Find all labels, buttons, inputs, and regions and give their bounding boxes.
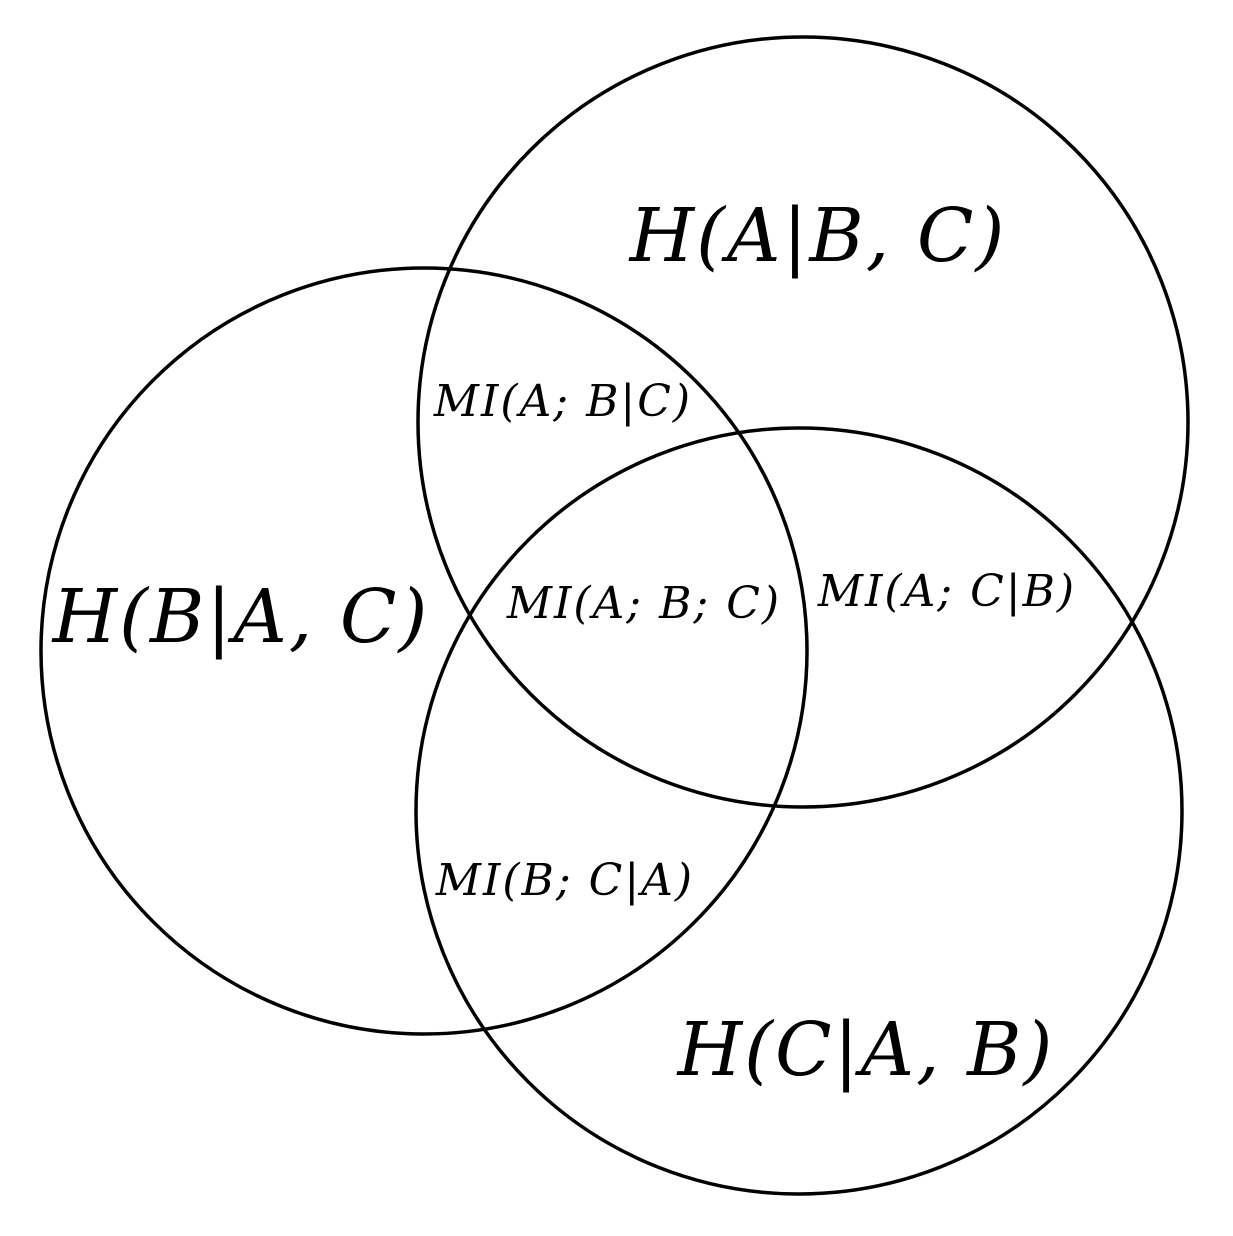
circle-b: [39, 266, 809, 1036]
label-ab-not-c: MI(A; B|C): [433, 376, 693, 427]
label-bc-not-a: MI(B; C|A): [435, 855, 695, 906]
label-b-only: H(B|A, C): [52, 574, 430, 660]
label-abc: MI(A; B; C): [506, 578, 782, 629]
label-ac-not-b: MI(A; C|B): [817, 566, 1077, 617]
circle-c: [414, 426, 1184, 1196]
label-a-only: H(A|B, C): [629, 193, 1007, 279]
label-c-only: H(C|A, B): [677, 1007, 1055, 1093]
circle-a: [416, 35, 1190, 809]
